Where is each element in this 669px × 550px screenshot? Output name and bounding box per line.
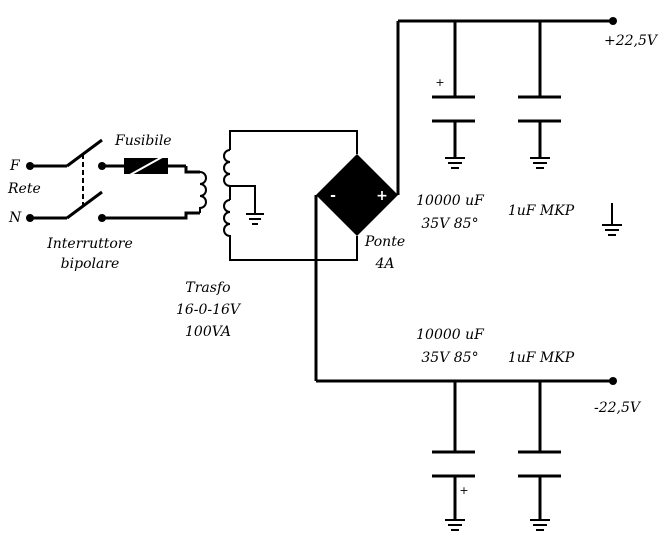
negative-film-cap-value: 1uF MKP bbox=[508, 350, 575, 366]
switch-label-line2: bipolare bbox=[61, 256, 120, 272]
ground-icon bbox=[602, 203, 622, 236]
switch-label-line1: Interruttore bbox=[46, 236, 133, 252]
positive-rail bbox=[396, 19, 613, 195]
mains-input bbox=[30, 164, 67, 220]
mains-label: Rete bbox=[7, 181, 41, 197]
negative-output-label: -22,5V bbox=[594, 400, 642, 416]
bridge-minus-label: - bbox=[330, 188, 336, 204]
bridge-rectifier: - + bbox=[316, 154, 398, 236]
fuse-label: Fusibile bbox=[114, 133, 172, 149]
transformer-primary-winding bbox=[199, 171, 207, 213]
transformer-label-line3: 100VA bbox=[185, 324, 231, 340]
terminal-phase bbox=[26, 162, 34, 170]
positive-cap-value-line2: 35V 85° bbox=[421, 216, 478, 232]
bipolar-switch bbox=[66, 138, 103, 220]
ground-icon bbox=[445, 519, 465, 531]
bridge-plus-label: + bbox=[376, 188, 388, 204]
positive-cap-value-line1: 10000 uF bbox=[416, 193, 485, 209]
film-capacitor-negative bbox=[518, 450, 561, 520]
positive-film-cap-value: 1uF MKP bbox=[508, 203, 575, 219]
bridge-label-line1: Ponte bbox=[364, 234, 405, 250]
center-tap-ground-icon bbox=[246, 213, 264, 225]
neutral-label: N bbox=[8, 210, 22, 226]
negative-output-terminal bbox=[609, 377, 617, 385]
ground-icon bbox=[530, 519, 550, 531]
ground-icon bbox=[530, 157, 550, 169]
positive-output-terminal bbox=[609, 17, 617, 25]
electrolytic-capacitor-negative bbox=[432, 450, 475, 520]
primary-wiring bbox=[102, 164, 200, 220]
polarity-mark-negative-cap: + bbox=[459, 484, 468, 497]
film-capacitor-positive bbox=[518, 95, 561, 158]
negative-cap-value-line2: 35V 85° bbox=[421, 350, 478, 366]
negative-rail bbox=[314, 195, 613, 452]
transformer-label-line2: 16-0-16V bbox=[176, 302, 242, 318]
terminal-neutral bbox=[26, 214, 34, 222]
electrolytic-capacitor-positive bbox=[432, 95, 475, 158]
bridge-label-line2: 4A bbox=[374, 256, 394, 272]
positive-output-label: +22,5V bbox=[604, 33, 659, 49]
secondary-wiring bbox=[229, 130, 358, 261]
negative-cap-value-line1: 10000 uF bbox=[416, 327, 485, 343]
fuse bbox=[124, 155, 168, 177]
polarity-mark-positive-cap: + bbox=[435, 76, 444, 89]
transformer-secondary-winding bbox=[223, 149, 231, 241]
transformer-label-line1: Trasfo bbox=[185, 280, 230, 296]
phase-label: F bbox=[9, 158, 21, 174]
ground-icon bbox=[445, 157, 465, 169]
